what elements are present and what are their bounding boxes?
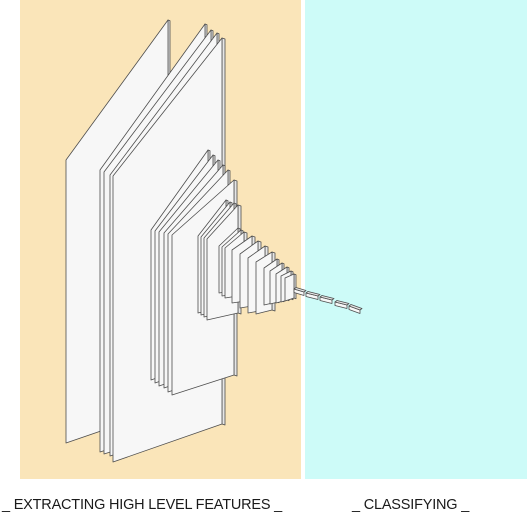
classification-region [305,0,527,479]
dense-unit-top [305,291,321,297]
dense-unit-top [348,304,363,311]
dense-unit-top [319,295,335,301]
feature-extraction-label: _ EXTRACTING HIGH LEVEL FEATURES _ [2,497,283,513]
dense-unit-top [293,287,307,293]
layer-plate [284,273,295,302]
dense-unit-top [334,300,350,306]
classification-label: _ CLASSIFYING _ [352,497,470,513]
network-layers [65,19,363,463]
